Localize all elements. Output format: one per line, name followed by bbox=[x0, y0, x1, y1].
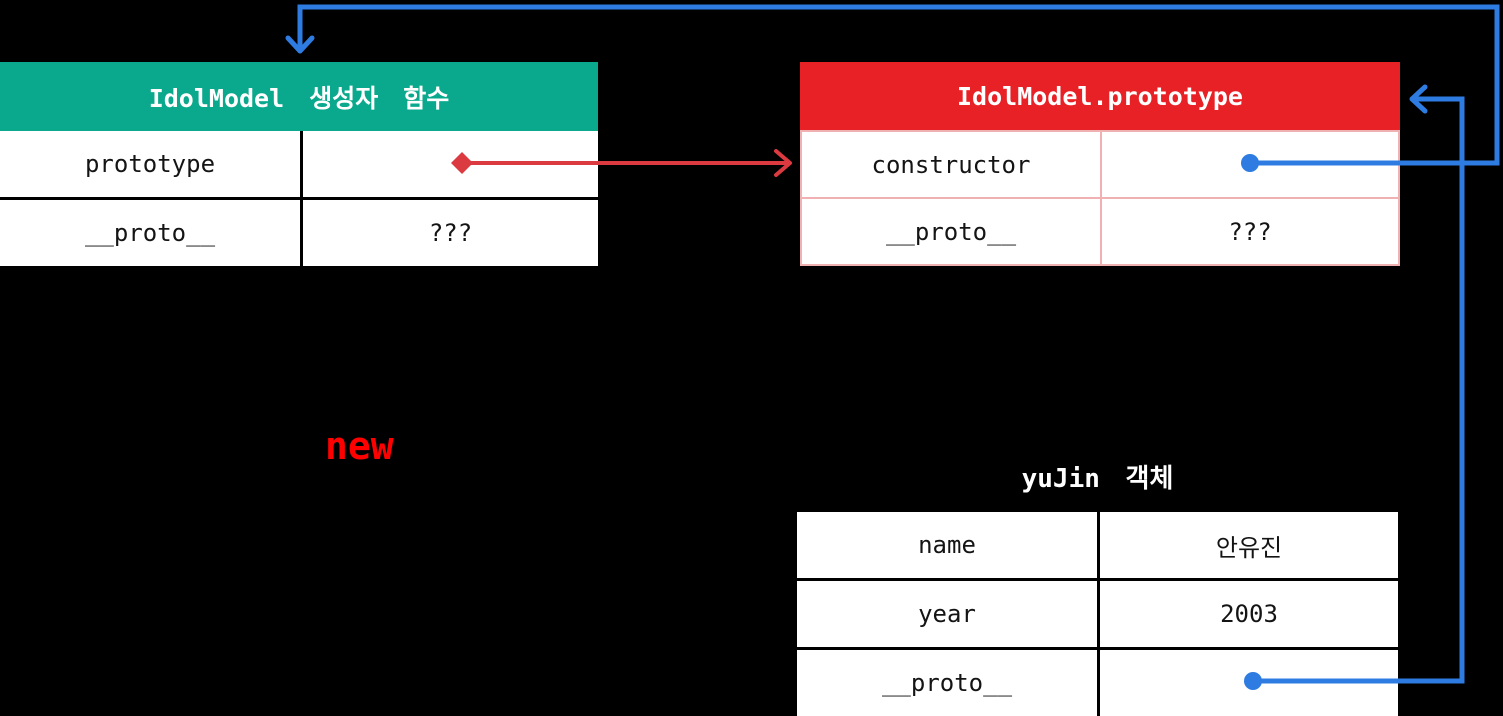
property-key-cell-constructor: constructor bbox=[802, 132, 1100, 197]
property-key-cell-year: year bbox=[797, 581, 1097, 647]
constructor-function-table-body: prototype __proto__ ??? bbox=[0, 131, 598, 266]
property-key-cell-proto: __proto__ bbox=[802, 199, 1100, 264]
property-value-cell-proto-unknown: ??? bbox=[303, 200, 598, 266]
property-value-cell-name: 안유진 bbox=[1100, 512, 1398, 578]
constructor-function-table-title: IdolModel 생성자 함수 bbox=[0, 62, 598, 131]
prototype-object-table-body: constructor __proto__ ??? bbox=[800, 130, 1400, 266]
property-key-cell-name: name bbox=[797, 512, 1097, 578]
property-value-cell-proto-pointer bbox=[1100, 650, 1398, 716]
property-value-cell-prototype-pointer bbox=[303, 131, 598, 197]
instance-object-table: name 안유진 year 2003 __proto__ bbox=[797, 512, 1398, 716]
property-value-cell-proto-unknown: ??? bbox=[1102, 199, 1398, 264]
property-key-cell-proto: __proto__ bbox=[0, 200, 300, 266]
arrowhead-right-icon bbox=[774, 149, 792, 177]
property-key-cell-proto: __proto__ bbox=[797, 650, 1097, 716]
arrowhead-left-icon bbox=[1409, 84, 1428, 114]
instance-object-table-body: name 안유진 year 2003 __proto__ bbox=[797, 512, 1398, 716]
property-value-cell-year: 2003 bbox=[1100, 581, 1398, 647]
property-value-cell-constructor-pointer bbox=[1102, 132, 1398, 197]
property-key-cell-prototype: prototype bbox=[0, 131, 300, 197]
instance-object-title: yuJin 객체 bbox=[1021, 464, 1174, 494]
constructor-function-table: IdolModel 생성자 함수 prototype __proto__ ??? bbox=[0, 62, 598, 266]
prototype-object-table-title: IdolModel.prototype bbox=[800, 62, 1400, 130]
arrowhead-down-icon bbox=[285, 35, 315, 54]
prototype-object-table: IdolModel.prototype constructor __proto_… bbox=[800, 62, 1400, 266]
new-keyword-label: new bbox=[325, 424, 394, 468]
